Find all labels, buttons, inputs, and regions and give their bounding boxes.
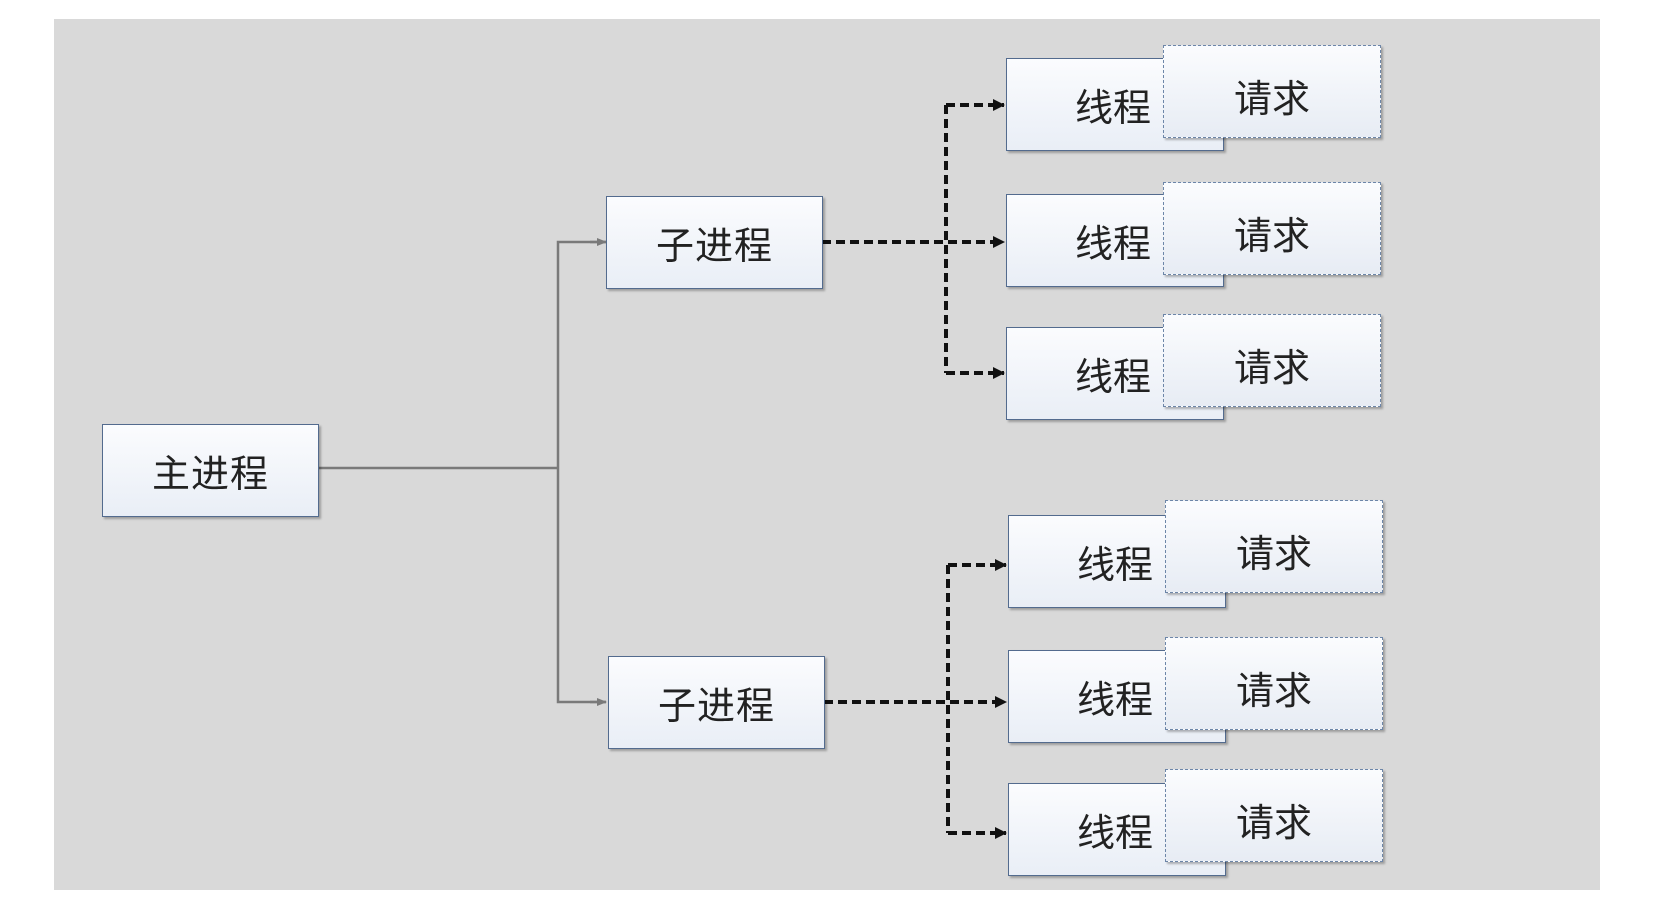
thread-label: 线程 [1075,222,1152,266]
thread-label: 线程 [1075,355,1152,399]
request-node: 请求 [1165,500,1383,593]
child-process-label: 子进程 [655,224,773,268]
request-label: 请求 [1233,346,1310,390]
thread-label: 线程 [1077,543,1154,587]
child-process-node: 子进程 [606,196,823,289]
thread-label: 线程 [1077,811,1154,855]
request-node: 请求 [1165,637,1383,730]
main-process-label: 主进程 [151,452,269,496]
request-label: 请求 [1235,669,1312,713]
request-node: 请求 [1163,314,1381,407]
request-node: 请求 [1163,45,1381,138]
request-label: 请求 [1233,214,1310,258]
request-node: 请求 [1165,769,1383,862]
thread-label: 线程 [1077,678,1154,722]
child-process-label: 子进程 [657,684,775,728]
request-label: 请求 [1235,532,1312,576]
request-node: 请求 [1163,182,1381,275]
request-label: 请求 [1233,77,1310,121]
thread-label: 线程 [1075,86,1152,130]
main-process-node: 主进程 [102,424,319,517]
request-label: 请求 [1235,801,1312,845]
child-process-node: 子进程 [608,656,825,749]
